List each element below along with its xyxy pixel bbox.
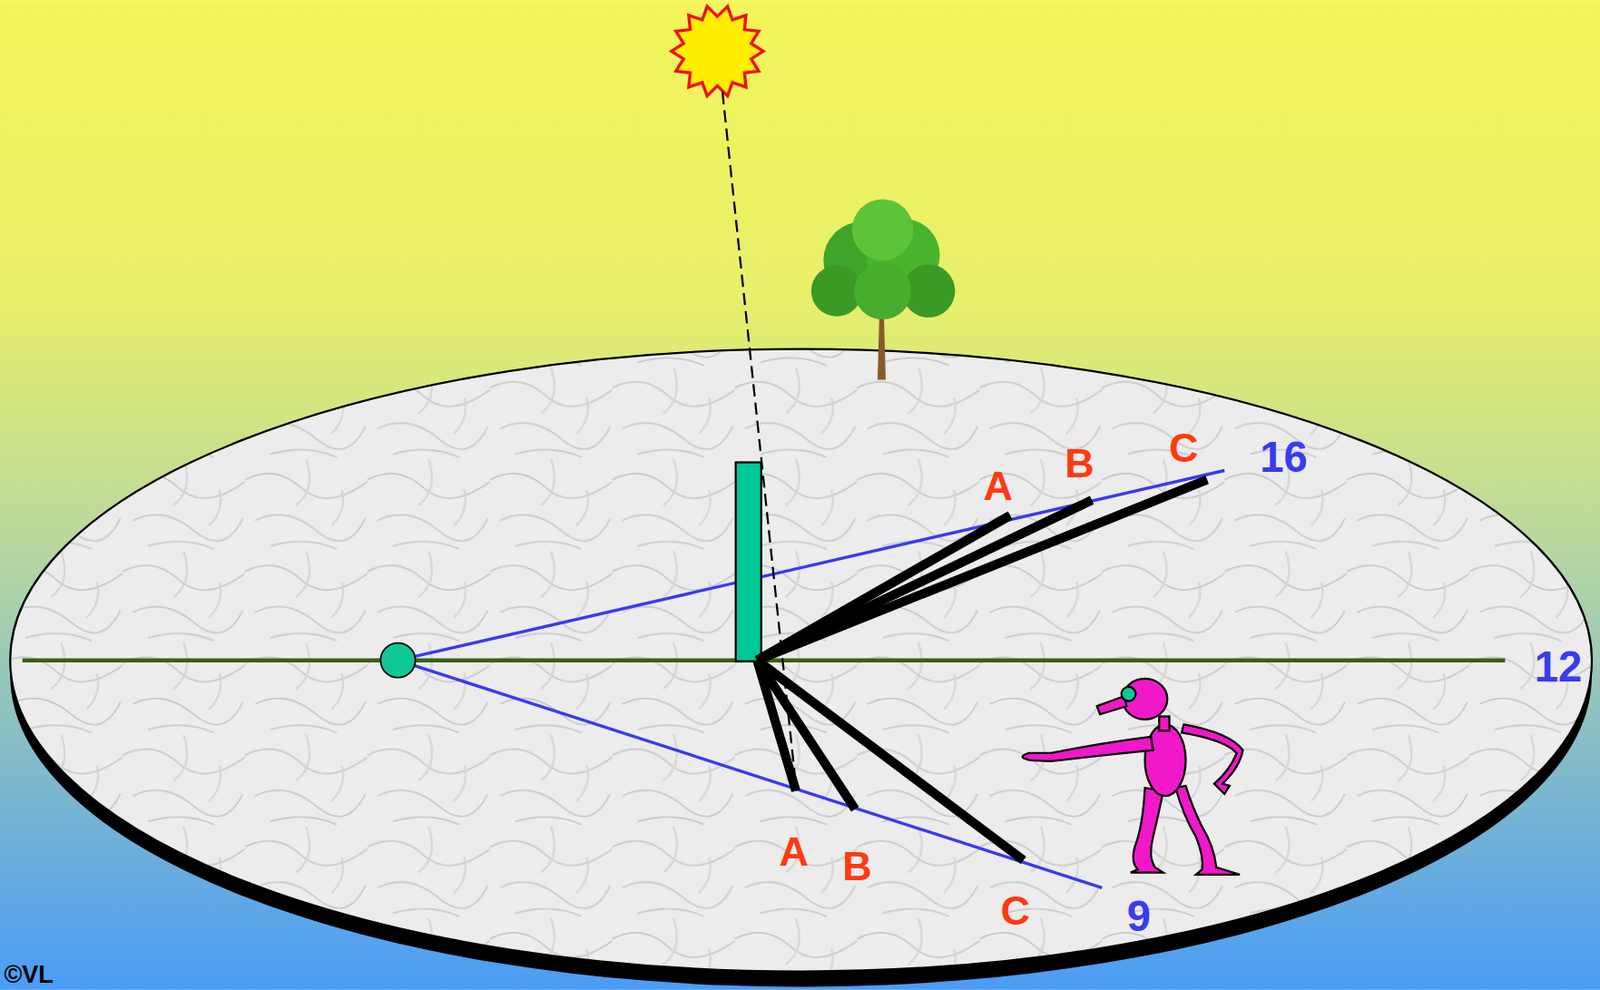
tree — [811, 198, 956, 380]
watermark: ©VL — [3, 962, 53, 988]
shadow-letter: B — [842, 846, 872, 888]
hour-number: 9 — [1127, 894, 1151, 938]
sun-star — [671, 6, 764, 97]
hour-number: 12 — [1534, 645, 1583, 688]
shadow-letter: A — [779, 832, 809, 874]
sun — [671, 6, 764, 97]
hour-number: 16 — [1259, 435, 1308, 479]
shadow-letter: C — [1000, 891, 1030, 933]
shadow-letter: C — [1168, 428, 1198, 470]
shadow-letter: B — [1064, 443, 1094, 485]
pointing-figure — [1022, 678, 1244, 875]
shadow-lines — [756, 480, 1208, 861]
shadow-letter: A — [982, 466, 1012, 508]
